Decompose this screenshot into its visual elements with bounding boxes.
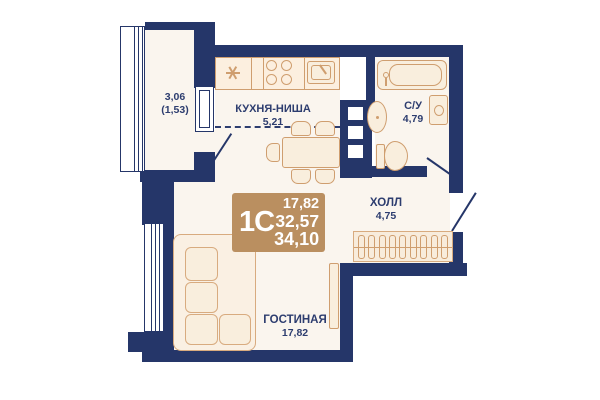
bathroom-sink-icon [367, 101, 387, 133]
wall-left-strip [163, 223, 174, 332]
bathroom-label: С/У 4,79 [383, 100, 443, 126]
wall-left-lower [128, 332, 174, 352]
stove-burner-icon [266, 74, 277, 85]
duct-shaft [340, 100, 372, 178]
kitchen-sink-icon [307, 61, 335, 84]
wall-pillar-left-mid [194, 152, 215, 182]
wall-pillar-topleft [194, 22, 215, 88]
wardrobe [353, 231, 453, 262]
chair [266, 143, 280, 162]
toilet-bowl-icon [384, 141, 408, 171]
hanger-icon [368, 234, 376, 259]
hanger-icon [399, 234, 407, 259]
hall-area: 4,75 [375, 210, 397, 222]
hanger-icon [430, 234, 438, 259]
balcony-label: 3,06 (1,53) [140, 91, 210, 117]
unit-area-total: 32,57 [275, 211, 320, 231]
chair [315, 169, 335, 184]
wall-balcony-top [145, 22, 215, 30]
sofa [173, 234, 256, 351]
balcony-area: 3,06 [164, 91, 186, 103]
wall-top [210, 45, 463, 57]
wall-bottom [142, 350, 353, 362]
bathtub-icon [377, 60, 447, 90]
wall-bathroom-bottom [366, 166, 427, 177]
hanger-icon [357, 234, 365, 259]
wall-bathroom-left [366, 57, 375, 103]
kitchen-label: КУХНЯ-НИША 5,21 [210, 103, 336, 129]
kitchen-name: КУХНЯ-НИША [235, 103, 311, 115]
unit-info-box: 1С 17,82 32,57 34,10 [232, 193, 325, 252]
kitchen-area: 5,21 [262, 116, 284, 128]
stove-burner-icon [266, 60, 277, 71]
unit-code: 1С [239, 206, 275, 238]
dining-table [282, 137, 340, 168]
chair [315, 121, 335, 136]
chair [291, 169, 311, 184]
wall-right-upper [449, 45, 463, 193]
hall-label: ХОЛЛ 4,75 [350, 197, 422, 223]
washing-machine-icon [429, 95, 448, 125]
fridge-icon [226, 66, 240, 80]
hall-name: ХОЛЛ [369, 197, 403, 209]
hanger-icon [420, 234, 428, 259]
bathroom-name: С/У [404, 100, 422, 112]
living-name: ГОСТИНАЯ [263, 314, 327, 326]
entrance-door-swing [451, 192, 477, 232]
wall-hall-bottom [342, 263, 467, 276]
stove-burner-icon [281, 60, 292, 71]
bathroom-area: 4,79 [402, 113, 424, 125]
living-room-window [144, 223, 164, 332]
stove-burner-icon [281, 74, 292, 85]
hanger-icon [378, 234, 386, 259]
shaft-niche [348, 107, 363, 120]
hanger-icon [441, 234, 449, 259]
hanger-icon [389, 234, 397, 259]
kitchen-zone-dashed-line [215, 126, 340, 128]
shaft-niche [348, 145, 363, 158]
hanger-icon [409, 234, 417, 259]
unit-area-total-with-balcony: 34,10 [274, 229, 320, 249]
balcony-area-reduced: (1,53) [161, 104, 189, 116]
chair [291, 121, 311, 136]
tv-console [329, 263, 339, 329]
living-area: 17,82 [281, 327, 309, 339]
living-label: ГОСТИНАЯ 17,82 [255, 314, 335, 340]
unit-area-living: 17,82 [282, 196, 320, 212]
wall-living-right [340, 263, 353, 362]
balcony-door-opening [194, 130, 215, 154]
balcony-window-block [195, 86, 214, 132]
balcony-glazing [120, 26, 145, 172]
balcony-floor [145, 30, 195, 170]
shaft-niche [348, 126, 363, 139]
wall-left-upper [142, 180, 174, 225]
